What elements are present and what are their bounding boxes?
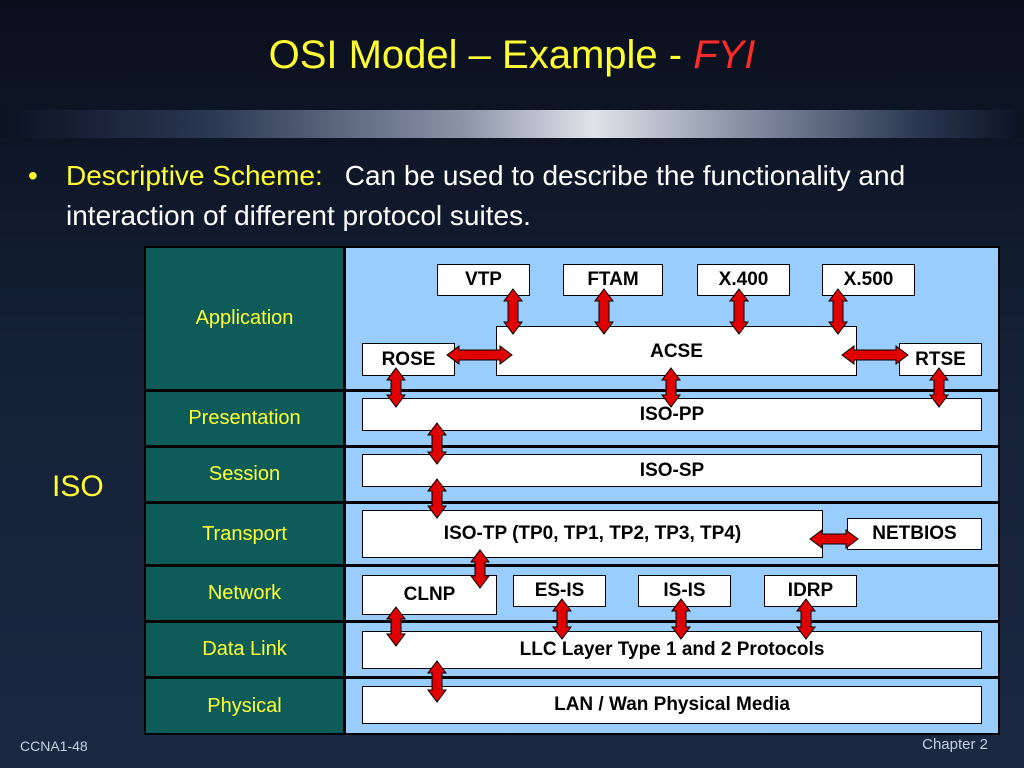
row-divider <box>346 389 998 392</box>
layer-application: Application <box>146 248 346 392</box>
layer-network: Network <box>146 567 346 623</box>
title-main: OSI Model – Example - <box>268 33 694 77</box>
layer-data-link: Data Link <box>146 623 346 679</box>
protocol-is-is: IS-IS <box>638 575 731 607</box>
protocol-iso-tp: ISO-TP (TP0, TP1, TP2, TP3, TP4) <box>362 510 823 558</box>
protocol-x400: X.400 <box>697 264 790 296</box>
title-emphasis: FYI <box>693 33 756 77</box>
protocol-ftam: FTAM <box>563 264 663 296</box>
footer-slide-id: CCNA1-48 <box>20 738 88 754</box>
layer-transport: Transport <box>146 504 346 567</box>
protocol-clnp: CLNP <box>362 575 497 615</box>
row-divider <box>346 620 998 623</box>
layer-physical: Physical <box>146 679 346 733</box>
protocol-iso-sp: ISO-SP <box>362 454 982 487</box>
protocol-x500: X.500 <box>822 264 915 296</box>
protocol-iso-pp: ISO-PP <box>362 398 982 431</box>
protocol-physical-media: LAN / Wan Physical Media <box>362 686 982 724</box>
bullet-lead: Descriptive Scheme: <box>66 160 323 191</box>
bullet-text-block: Descriptive Scheme:Can be used to descri… <box>66 156 1006 236</box>
protocol-idrp: IDRP <box>764 575 857 607</box>
row-divider <box>346 445 998 448</box>
layer-session: Session <box>146 448 346 504</box>
layer-column: Application Presentation Session Transpo… <box>146 248 346 733</box>
protocol-netbios: NETBIOS <box>847 518 982 550</box>
iso-side-label: ISO <box>52 470 104 503</box>
bullet-text: Can be used to describe the functionalit… <box>66 160 906 231</box>
row-divider <box>346 501 998 504</box>
protocol-vtp: VTP <box>437 264 530 296</box>
slide-title: OSI Model – Example - FYI <box>0 30 1024 80</box>
protocol-acse: ACSE <box>496 326 857 376</box>
protocol-llc: LLC Layer Type 1 and 2 Protocols <box>362 631 982 669</box>
title-divider-bar <box>0 110 1024 138</box>
footer-chapter: Chapter 2 <box>922 736 988 753</box>
row-divider <box>346 676 998 679</box>
protocol-rtse: RTSE <box>899 343 982 376</box>
protocol-rose: ROSE <box>362 343 455 376</box>
bullet-marker: • <box>28 160 38 191</box>
protocol-es-is: ES-IS <box>513 575 606 607</box>
row-divider <box>346 564 998 567</box>
layer-presentation: Presentation <box>146 392 346 448</box>
